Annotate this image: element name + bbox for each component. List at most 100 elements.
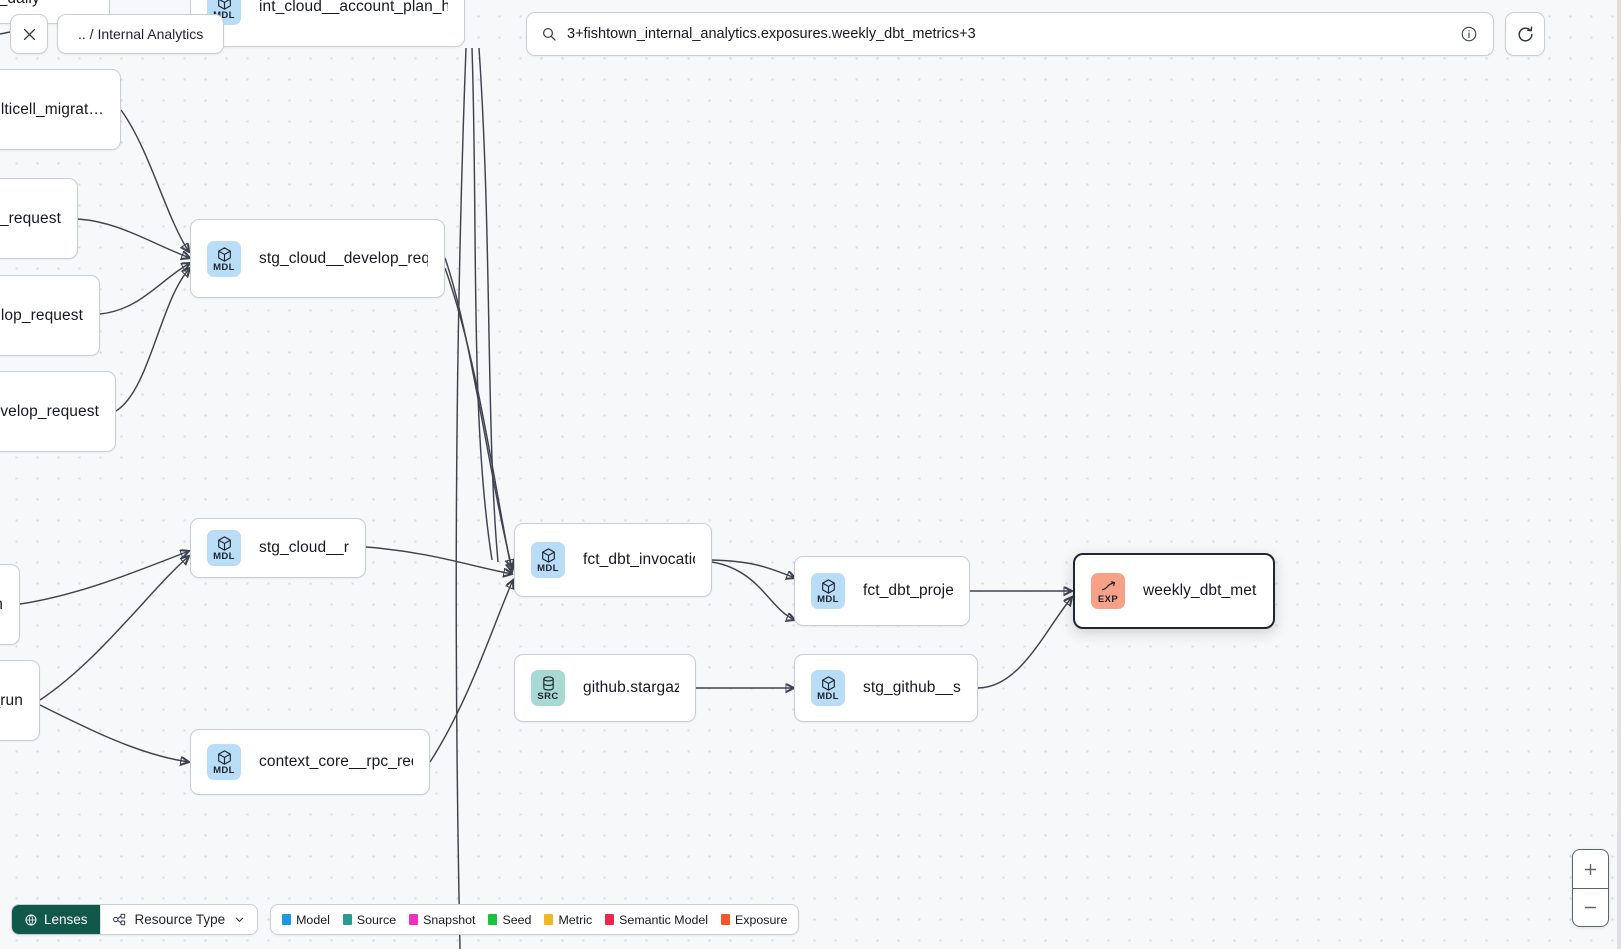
graph-node-stg-cloud-develop-requests[interactable]: MDL stg_cloud__develop_requests: [190, 219, 445, 298]
badge-mdl: MDL: [207, 530, 241, 566]
cube-icon: [217, 750, 231, 765]
legend-swatch: [409, 914, 419, 925]
plus-icon: [1584, 863, 1597, 875]
graph-node-velop-request[interactable]: velop_request: [0, 275, 100, 356]
lens-group: Lenses Resource Type: [11, 904, 259, 935]
legend-swatch: [282, 914, 292, 925]
zoom-out-button[interactable]: [1573, 888, 1608, 926]
trend-chart-icon: [1101, 581, 1115, 591]
close-icon: [23, 28, 35, 40]
legend-label: Snapshot: [423, 912, 476, 927]
graph-node-multicell-migrate[interactable]: multicell_migrat…: [0, 69, 121, 150]
cube-icon: [217, 246, 231, 262]
resource-type-button[interactable]: Resource Type: [99, 905, 258, 934]
search-toolbar: [526, 12, 1545, 56]
node-label: op_request: [0, 209, 61, 227]
node-label: int_cloud__account_plan_history: [259, 0, 448, 15]
cube-icon: [217, 0, 231, 10]
legend-label: Seed: [502, 912, 532, 927]
badge-text: MDL: [817, 691, 839, 702]
badge-text: MDL: [213, 765, 235, 776]
search-box[interactable]: [526, 12, 1494, 56]
node-label: stg_cloud__develop_requests: [259, 249, 428, 267]
node-label: multicell_migrat…: [0, 100, 104, 118]
graph-node-left-partial-run[interactable]: _run: [0, 660, 40, 741]
breadcrumb-label: .. / Internal Analytics: [78, 26, 204, 42]
legend-swatch: [488, 914, 498, 925]
node-label: n: [0, 596, 3, 614]
lens-icon: [25, 913, 37, 926]
legend-label: Model: [296, 912, 330, 927]
top-left-controls: .. / Internal Analytics: [10, 14, 225, 54]
graph-node-fct-dbt-invocations[interactable]: MDL fct_dbt_invocations: [514, 523, 712, 597]
badge-text: MDL: [213, 10, 235, 21]
badge-exp: EXP: [1091, 573, 1125, 609]
badge-text: MDL: [817, 594, 839, 605]
legend-item-source: Source: [342, 913, 396, 927]
graph-node-context-core-rpc-request[interactable]: MDL context_core__rpc_request: [190, 729, 430, 795]
breadcrumb[interactable]: .. / Internal Analytics: [57, 14, 225, 54]
graph-node-left-partial-n[interactable]: n: [0, 564, 20, 645]
cube-icon: [541, 548, 555, 563]
legend-label: Semantic Model: [619, 912, 709, 927]
graph-node-weekly-dbt-metrics[interactable]: EXP weekly_dbt_metrics: [1073, 553, 1275, 629]
legend-swatch: [721, 914, 731, 925]
lenses-button[interactable]: Lenses: [12, 905, 100, 934]
legend-swatch: [544, 914, 554, 925]
resource-type-legend: Model Source Snapshot Seed Metric Semant…: [270, 904, 800, 935]
cube-icon: [217, 536, 231, 551]
zoom-in-button[interactable]: [1573, 850, 1608, 888]
chevron-down-icon: [235, 917, 244, 922]
legend-item-seed: Seed: [488, 913, 531, 927]
badge-src: SRC: [531, 670, 565, 706]
lenses-label: Lenses: [44, 912, 88, 927]
graph-node-github-stargazers[interactable]: SRC github.stargazers: [514, 654, 696, 722]
legend-item-exposure: Exposure: [721, 913, 787, 927]
badge-mdl: MDL: [207, 744, 241, 780]
node-label: velop_request: [0, 306, 83, 324]
legend-swatch: [342, 914, 352, 925]
graph-node-fct-dbt-projects[interactable]: MDL fct_dbt_projects: [794, 556, 970, 626]
badge-mdl: MDL: [811, 573, 845, 609]
right-edge-strip: [1617, 0, 1621, 949]
resource-type-label: Resource Type: [134, 912, 226, 927]
badge-text: MDL: [213, 551, 235, 562]
graph-node-int-cloud-account-plan-history[interactable]: MDL int_cloud__account_plan_history: [190, 0, 465, 47]
badge-text: MDL: [213, 261, 235, 273]
graph-node-op-request[interactable]: op_request: [0, 178, 78, 259]
refresh-icon: [1517, 26, 1533, 42]
search-input[interactable]: [567, 26, 1450, 42]
legend-item-metric: Metric: [544, 913, 592, 927]
database-icon: [542, 676, 554, 691]
legend-label: Exposure: [735, 912, 788, 927]
node-label: fct_dbt_projects: [863, 582, 953, 599]
legend-swatch: [605, 914, 615, 925]
bottom-toolbar: Lenses Resource Type Model: [11, 904, 800, 935]
badge-text: EXP: [1097, 594, 1119, 605]
legend-label: Metric: [558, 912, 593, 927]
node-label: snapshot_daily: [0, 0, 40, 8]
node-label: context_core__rpc_request: [259, 753, 413, 770]
node-label: github.stargazers: [583, 679, 679, 696]
cube-icon: [821, 579, 835, 594]
badge-text: SRC: [537, 691, 559, 702]
graph-node-develop-request[interactable]: _develop_request: [0, 371, 116, 452]
legend-item-semantic-model: Semantic Model: [605, 913, 708, 927]
graph-node-stg-cloud-runs[interactable]: MDL stg_cloud__runs: [190, 518, 366, 578]
graph-node-stg-github-stars[interactable]: MDL stg_github__stars: [794, 654, 978, 722]
legend-item-snapshot: Snapshot: [409, 913, 475, 927]
badge-mdl: MDL: [207, 240, 241, 277]
legend-item-model: Model: [282, 913, 330, 927]
node-label: fct_dbt_invocations: [583, 551, 695, 568]
badge-text: MDL: [537, 563, 559, 574]
badge-mdl: MDL: [811, 670, 845, 706]
refresh-button[interactable]: [1505, 12, 1545, 56]
resource-type-icon: [112, 913, 125, 926]
close-button[interactable]: [10, 14, 48, 54]
minus-icon: [1584, 906, 1597, 909]
node-label: stg_github__stars: [863, 679, 961, 696]
info-icon[interactable]: [1460, 25, 1478, 43]
cube-icon: [821, 676, 835, 691]
